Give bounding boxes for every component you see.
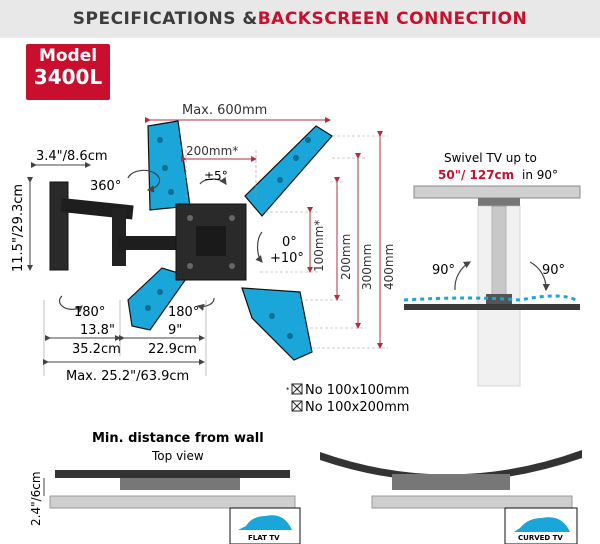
note-2: No 100x200mm xyxy=(305,400,409,415)
max-width-label: Max. 600mm xyxy=(182,103,267,118)
arm1-cm-label: 35.2cm xyxy=(72,342,121,357)
width-200-label: 200mm* xyxy=(186,144,238,158)
arm2-in-label: 9" xyxy=(168,323,182,338)
model-label: Model xyxy=(38,46,98,66)
tilt-side-label: ±5° xyxy=(204,169,228,183)
curved-tv-label: CURVED TV xyxy=(518,534,563,542)
header-subtitle: BACKSCREEN CONNECTION xyxy=(257,9,528,29)
swivel-left-90: 90° xyxy=(432,263,455,278)
wall-subtitle: Top view xyxy=(151,449,204,463)
rotate-label: 360° xyxy=(90,179,121,194)
flat-tv-label: FLAT TV xyxy=(248,534,280,542)
v300-label: 300mm xyxy=(360,244,374,290)
curved-tv-diagram: CURVED TV xyxy=(320,450,582,544)
v400-label: 400mm xyxy=(382,244,396,290)
note-1: No 100x100mm xyxy=(305,383,409,398)
wall-distance: 2.4"/6cm xyxy=(29,471,43,526)
mount-arm xyxy=(49,181,247,281)
arm1-in-label: 13.8" xyxy=(80,323,115,338)
tilt-up-label: +10° xyxy=(270,251,304,266)
v100-label: 100mm* xyxy=(312,220,326,272)
arm2-cm-label: 22.9cm xyxy=(148,342,197,357)
header-title: SPECIFICATIONS & xyxy=(72,9,258,29)
swivel-left-label: 180° xyxy=(74,305,105,320)
arm-bottom-right xyxy=(241,287,313,361)
swivel-right-label: 180° xyxy=(168,305,199,320)
swivel-suffix: in 90° xyxy=(522,168,558,182)
flat-tv-diagram: 2.4"/6cm FLAT TV xyxy=(29,470,301,544)
note-star: * xyxy=(286,386,290,394)
arm-bottom-left xyxy=(127,267,189,331)
vertical-dimensions: 100mm* 200mm 300mm 400mm xyxy=(260,131,396,349)
model-number: 3400L xyxy=(33,65,103,89)
swivel-diagram: Swivel TV up to 50"/ 127cm in 90° 90° 90… xyxy=(403,151,581,387)
vesa-arms xyxy=(127,120,333,361)
arm-top-right xyxy=(244,125,333,217)
tilt-label: 0° xyxy=(282,235,297,250)
height-label: 11.5"/29.3cm xyxy=(11,184,26,272)
swivel-title: Swivel TV up to xyxy=(444,151,537,165)
v200-label: 200mm xyxy=(339,234,353,280)
depth-label: 3.4"/8.6cm xyxy=(36,149,108,164)
page-header: SPECIFICATIONS & BACKSCREEN CONNECTION xyxy=(0,0,600,38)
wall-title: Min. distance from wall xyxy=(92,431,264,446)
model-badge: Model 3400L xyxy=(26,44,110,100)
swivel-right-90: 90° xyxy=(542,263,565,278)
notes: * No 100x100mm No 100x200mm xyxy=(286,383,409,415)
max-extension-label: Max. 25.2"/63.9cm xyxy=(66,369,189,384)
arm-top-left xyxy=(147,120,191,211)
swivel-size: 50"/ 127cm xyxy=(438,168,514,182)
